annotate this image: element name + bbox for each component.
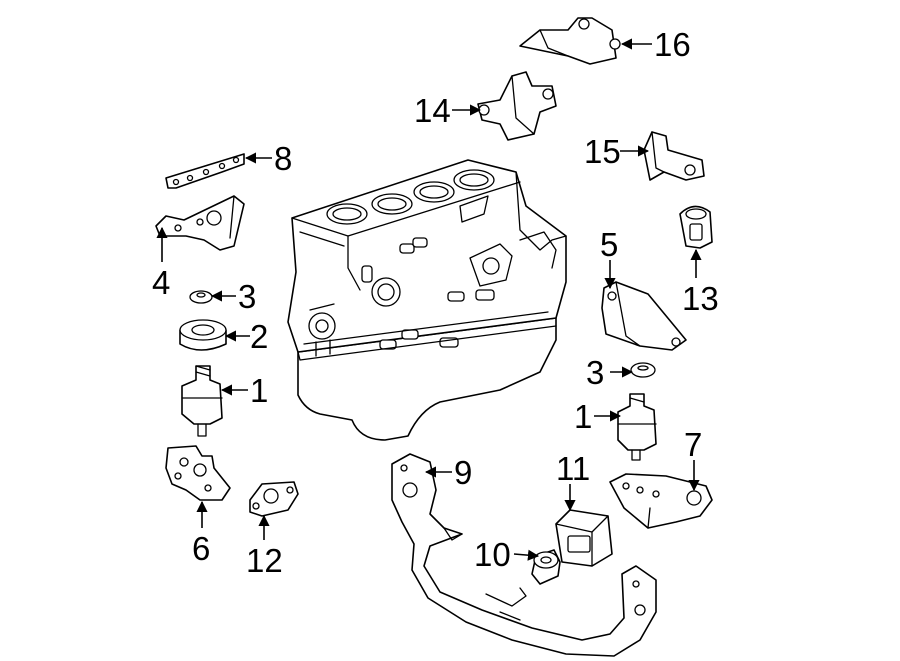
part-12-mount-pad bbox=[249, 481, 299, 517]
part-16-bracket bbox=[519, 17, 621, 65]
part-7-bracket bbox=[609, 473, 713, 529]
part-3-washer-left bbox=[189, 290, 213, 304]
callout-9: 9 bbox=[454, 454, 472, 491]
leader-10 bbox=[513, 549, 540, 561]
part-1-mount-right bbox=[617, 393, 657, 461]
callout-10: 10 bbox=[474, 536, 511, 573]
part-13-mount bbox=[679, 205, 713, 249]
part-4-bracket bbox=[155, 195, 245, 251]
part-15-bracket bbox=[643, 131, 705, 181]
callout-8: 8 bbox=[274, 140, 292, 177]
part-6-bracket bbox=[165, 445, 231, 501]
callout-6: 6 bbox=[192, 530, 210, 567]
callout-1b: 1 bbox=[574, 398, 592, 435]
callout-13: 13 bbox=[682, 280, 719, 317]
callout-16: 16 bbox=[654, 26, 691, 63]
callout-12: 12 bbox=[246, 542, 283, 579]
callout-11: 11 bbox=[556, 450, 590, 487]
callout-2: 2 bbox=[250, 318, 268, 355]
callout-4: 4 bbox=[152, 264, 170, 301]
callout-15: 15 bbox=[584, 133, 621, 170]
part-9-crossmember bbox=[391, 453, 657, 657]
leader-lines bbox=[156, 38, 702, 561]
part-5-bracket bbox=[601, 281, 687, 351]
part-2-cup bbox=[179, 319, 227, 351]
engine-block bbox=[287, 159, 567, 441]
part-1-mount-left bbox=[181, 365, 223, 437]
part-11-mount bbox=[555, 509, 613, 567]
callout-1a: 1 bbox=[250, 372, 268, 409]
callout-3a: 3 bbox=[238, 278, 256, 315]
part-8-plate bbox=[165, 153, 245, 189]
callout-3b: 3 bbox=[586, 354, 604, 391]
callout-labels: 16 14 15 8 4 3 2 1 5 13 3 1 7 6 12 9 11 … bbox=[152, 26, 719, 579]
callout-5: 5 bbox=[600, 226, 618, 263]
part-3-washer-right bbox=[630, 362, 656, 378]
callout-7: 7 bbox=[684, 426, 702, 463]
callout-14: 14 bbox=[414, 92, 451, 129]
part-14-bracket bbox=[477, 71, 557, 141]
